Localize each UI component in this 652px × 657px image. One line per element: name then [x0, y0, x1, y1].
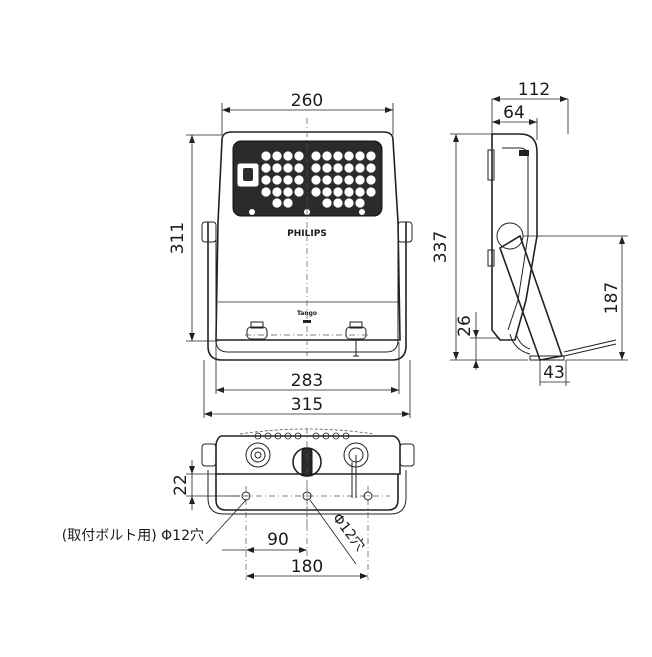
dim-bracket-inner-width: 283: [291, 371, 323, 391]
bottom-view: 22 (取付ボルト用) Φ12穴 90 180 Φ12穴: [62, 428, 415, 580]
mount-bolt-note: (取付ボルト用) Φ12穴: [62, 528, 204, 544]
dim-side-height: 337: [431, 231, 451, 263]
cable-gland-right: [345, 321, 367, 357]
led-array: [260, 150, 377, 209]
dim-side-depth: 112: [518, 80, 550, 100]
fixture-housing: [215, 131, 401, 341]
dim-base-offset: 26: [455, 315, 475, 337]
side-view: 112 64 337 187: [431, 80, 628, 386]
bottom-gland-left: [245, 442, 271, 468]
front-view: 260 311 PHILIPS Tango: [168, 91, 413, 418]
pivot-knob-right: [397, 221, 413, 243]
dim-pivot-height: 187: [602, 282, 622, 314]
pivot-knob-left: [201, 221, 217, 243]
heat-sink-fins: [254, 432, 350, 440]
brand-logo: PHILIPS: [287, 229, 327, 239]
dim-front-height: 311: [168, 222, 188, 254]
side-bracket-arm: [499, 234, 564, 361]
mounting-bracket: [207, 222, 407, 361]
base-plate: [529, 355, 565, 361]
dim-side-depth-partial: 64: [503, 103, 525, 123]
dim-hole-pitch: 180: [291, 557, 323, 577]
dim-base-depth: 43: [543, 363, 565, 383]
dim-hole-pitch-half: 90: [267, 530, 289, 550]
led-panel: [232, 140, 383, 217]
hole-diameter-label: Φ12穴: [329, 511, 368, 555]
bottom-housing: [215, 435, 401, 475]
dim-overall-width: 315: [291, 395, 323, 415]
dim-bottom-offset: 22: [171, 474, 191, 496]
cable-gland-left: [246, 321, 268, 340]
dim-front-top-width: 260: [291, 91, 323, 111]
